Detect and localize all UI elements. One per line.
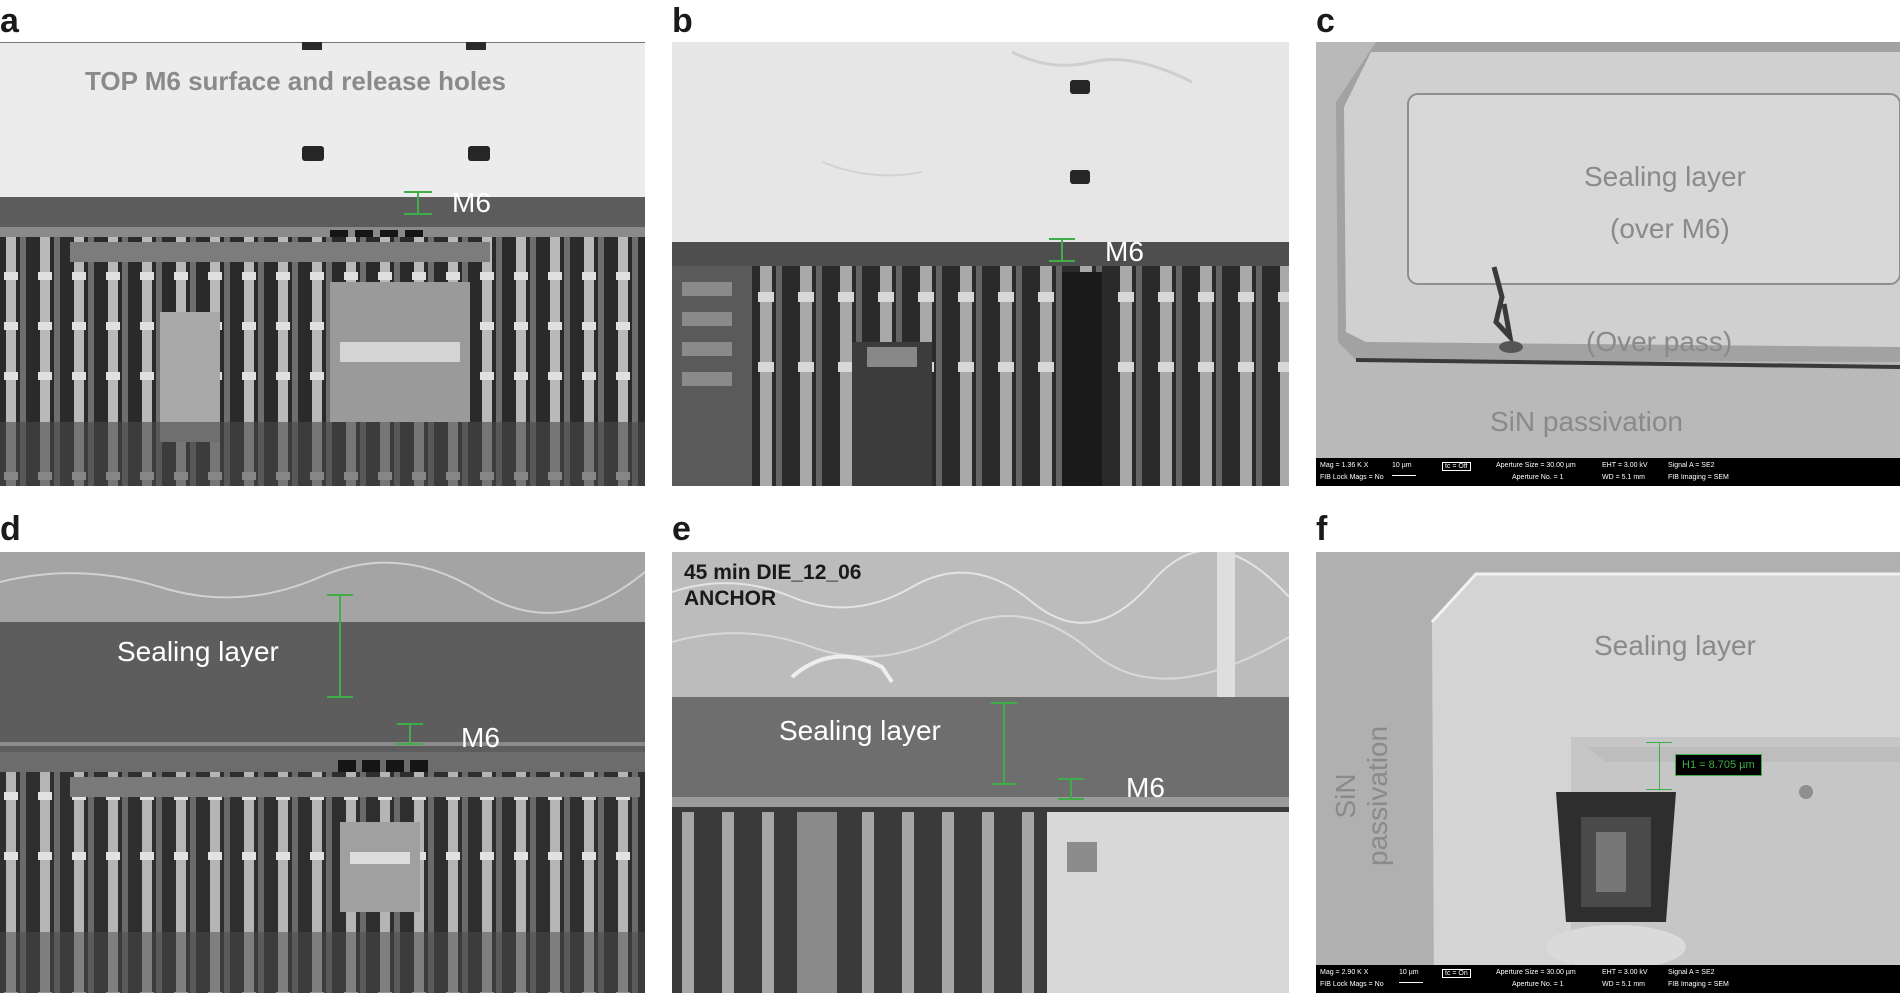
sealing-layer-label-c1: Sealing layer [1584,161,1746,192]
measurement-h1-readout: H1 = 8.705 µm [1675,754,1762,776]
m6-label-b: M6 [1105,236,1144,267]
sem-info-bar-c: Mag = 1.36 K X FIB Lock Mags = No 10 µm … [1316,458,1900,486]
sem-image-e: 45 min DIE_12_06 ANCHOR Sealing layer M6 [672,552,1289,993]
sem-image-a: TOP M6 surface and release holes M6 [0,42,645,486]
sealing-layer-label-c2: (over M6) [1610,213,1730,244]
panel-label-b: b [672,2,693,40]
sealing-layer-label-f: Sealing layer [1594,630,1756,661]
sealing-layer-label-d: Sealing layer [117,636,279,667]
m6-label-d: M6 [461,722,500,753]
panel-label-a: a [0,2,19,40]
m6-label-a: M6 [452,187,491,218]
sem-info-bar-f: Mag = 2.90 K X FIB Lock Mags = No 10 µm … [1316,965,1900,993]
panel-label-e: e [672,510,691,548]
sem-image-b: M6 [672,42,1289,486]
die-anchor-header: 45 min DIE_12_06 ANCHOR [684,561,862,611]
panel-label-c: c [1316,2,1335,40]
sin-passivation-label-f: SiN passivation [1330,725,1394,866]
overpass-label: (Over pass) [1586,326,1733,357]
panel-label-f: f [1316,510,1328,548]
panel-a-caption: TOP M6 surface and release holes [85,66,507,96]
sem-image-c: Sealing layer (over M6) (Over pass) SiN … [1316,42,1900,486]
sem-image-f: Sealing layer SiN passivation H1 = 8.705… [1316,552,1900,993]
sealing-layer-label-e: Sealing layer [779,715,941,746]
sin-passivation-label-c: SiN passivation [1490,406,1683,437]
panel-label-d: d [0,510,21,548]
m6-label-e: M6 [1126,772,1165,803]
sem-image-d: Sealing layer M6 [0,552,645,993]
